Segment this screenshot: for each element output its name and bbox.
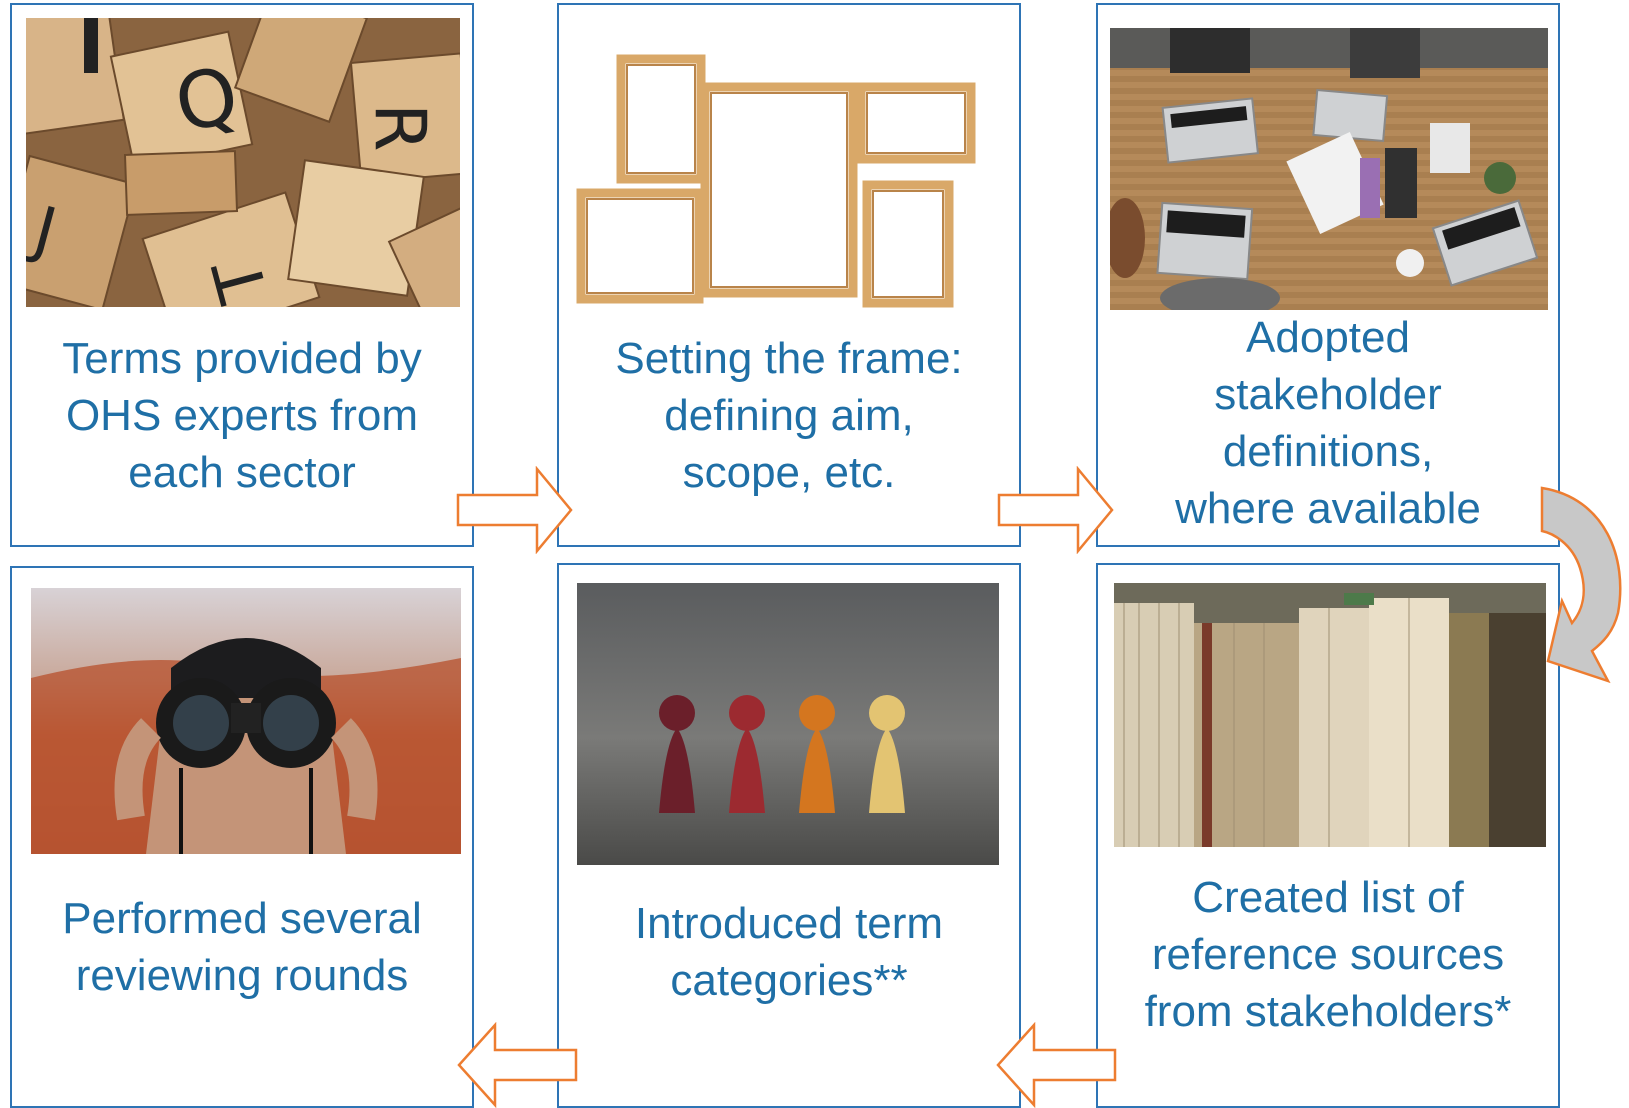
step-box-4: Created list of reference sources from s… bbox=[1096, 563, 1560, 1108]
old-books-photo bbox=[1114, 583, 1546, 847]
meeting-table-photo bbox=[1110, 28, 1548, 310]
right-arrow-1 bbox=[456, 466, 573, 554]
step-box-3: Adopted stakeholder definitions, where a… bbox=[1096, 3, 1560, 547]
step-box-2: Setting the frame: defining aim, scope, … bbox=[557, 3, 1021, 547]
step-box-1: Q R J T Terms provided by OHS experts fr… bbox=[10, 3, 474, 547]
step-label-2: Setting the frame: defining aim, scope, … bbox=[615, 334, 963, 497]
binoculars-photo bbox=[31, 588, 461, 854]
step-box-6: Performed several reviewing rounds bbox=[10, 566, 474, 1108]
left-arrow-2 bbox=[457, 1022, 578, 1108]
empty-frames-photo bbox=[573, 45, 1007, 315]
step-label-5: Introduced term categories** bbox=[634, 899, 944, 1005]
step-label-6: Performed several reviewing rounds bbox=[62, 894, 422, 1000]
step-label-3: Adopted stakeholder definitions, where a… bbox=[1175, 313, 1481, 533]
right-arrow-2 bbox=[997, 466, 1114, 554]
left-arrow-1 bbox=[996, 1022, 1117, 1108]
scrabble-tiles-photo: Q R J T bbox=[26, 18, 460, 307]
curved-down-arrow bbox=[1540, 486, 1622, 684]
game-pawns-photo bbox=[577, 583, 999, 865]
svg-text:R: R bbox=[359, 103, 441, 152]
step-label-1: Terms provided by OHS experts from each … bbox=[62, 334, 422, 497]
step-box-5: Introduced term categories** bbox=[557, 563, 1021, 1108]
step-label-4: Created list of reference sources from s… bbox=[1144, 873, 1512, 1036]
